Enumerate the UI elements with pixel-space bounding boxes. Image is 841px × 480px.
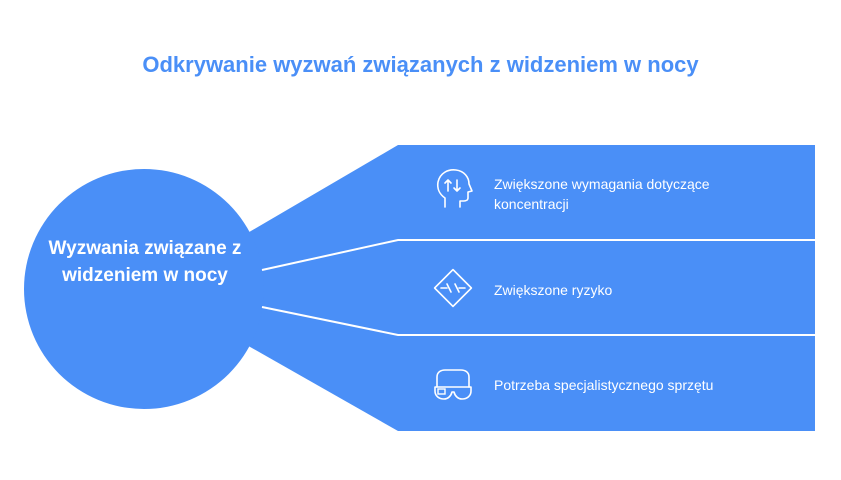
fan-shape [150, 145, 815, 431]
head-arrows-icon [431, 166, 475, 210]
page-title: Odkrywanie wyzwań związanych z widzeniem… [142, 52, 699, 77]
center-label: Wyzwania związane z widzeniem w nocy [48, 238, 242, 286]
warning-diamond-icon [431, 266, 475, 310]
item-label-equipment: Potrzeba specjalistycznego sprzętu [494, 377, 714, 393]
item-label-risk: Zwiększone ryzyko [494, 282, 613, 298]
divider-line-2 [261, 306, 815, 336]
divider-line-1 [261, 239, 815, 271]
center-circle[interactable] [24, 169, 264, 409]
smart-glasses-icon [431, 363, 475, 407]
item-label-concentration: Zwiększone wymagania dotyczące koncentra… [494, 176, 710, 212]
